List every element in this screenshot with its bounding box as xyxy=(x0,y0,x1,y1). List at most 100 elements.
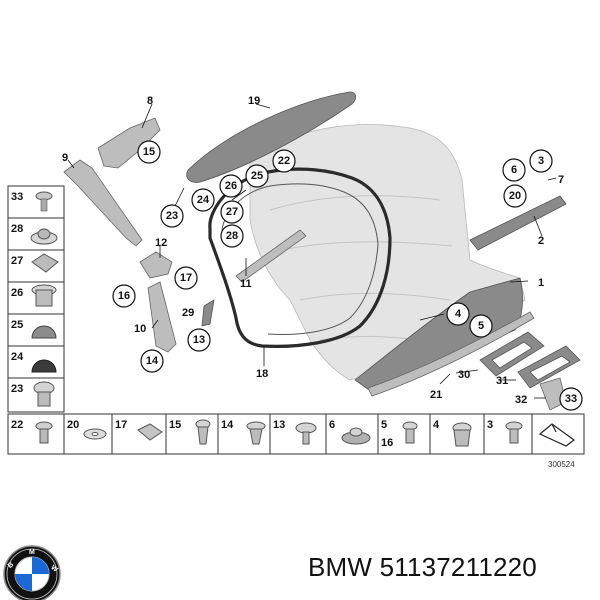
callouts: 15 22 25 26 24 23 27 28 17 16 13 14 6 3 … xyxy=(112,140,583,411)
svg-text:14: 14 xyxy=(146,355,159,367)
callout-17: 17 xyxy=(174,266,198,290)
svg-text:28: 28 xyxy=(226,230,238,242)
clip-13-icon xyxy=(295,422,317,445)
legend-left: 33 28 27 26 25 24 23 xyxy=(7,185,65,413)
callout-22: 22 xyxy=(272,149,296,173)
seal-11-inner xyxy=(221,183,379,335)
svg-text:27: 27 xyxy=(226,206,238,218)
callout-24: 24 xyxy=(191,188,215,212)
legend-5: 5 xyxy=(381,419,387,431)
legend-27: 27 xyxy=(11,255,23,267)
legend-22: 22 xyxy=(11,419,23,431)
svg-text:15: 15 xyxy=(143,146,155,158)
legend-26: 26 xyxy=(11,287,23,299)
callout-16: 16 xyxy=(112,284,136,308)
plain-labels: 19 8 9 12 11 10 29 18 7 2 1 30 31 21 32 xyxy=(62,95,564,406)
label-2: 2 xyxy=(538,235,544,247)
legend-16: 16 xyxy=(381,437,393,449)
label-31: 31 xyxy=(496,375,508,387)
legend-23: 23 xyxy=(11,383,23,395)
clip-23-icon xyxy=(33,381,55,407)
label-29: 29 xyxy=(182,307,194,319)
callout-20: 20 xyxy=(503,184,527,208)
label-32: 32 xyxy=(515,394,527,406)
callout-26: 26 xyxy=(219,174,243,198)
plate-30-hole xyxy=(491,341,533,369)
tailgate-assembly xyxy=(63,91,581,411)
svg-text:26: 26 xyxy=(225,180,237,192)
grommet-26-icon xyxy=(31,284,57,307)
seal-11 xyxy=(208,167,392,348)
svg-text:22: 22 xyxy=(278,155,290,167)
label-18: 18 xyxy=(256,368,268,380)
cap-24-icon xyxy=(31,359,57,373)
screw-33-icon xyxy=(35,191,53,212)
plate-31-hole xyxy=(529,355,571,381)
clip-14-icon xyxy=(246,421,266,445)
screw-3-icon xyxy=(505,421,523,444)
callout-6: 6 xyxy=(502,158,526,182)
trim-8 xyxy=(97,117,161,169)
clip-22-icon xyxy=(35,421,53,444)
callout-5: 5 xyxy=(469,314,493,338)
bracket-12 xyxy=(139,251,173,279)
legend-28: 28 xyxy=(11,223,23,235)
label-9: 9 xyxy=(62,152,68,164)
callout-28: 28 xyxy=(220,224,244,248)
legend-6: 6 xyxy=(329,419,335,431)
drawing-reference: 300524 xyxy=(548,460,575,469)
legend-14: 14 xyxy=(221,419,234,431)
legend-24: 24 xyxy=(11,351,24,363)
tailgate-inner-lines xyxy=(269,195,453,343)
label-1: 1 xyxy=(538,277,544,289)
legend-25: 25 xyxy=(11,319,23,331)
legend-17: 17 xyxy=(115,419,127,431)
legend-bottom: 22 20 17 15 14 13 6 xyxy=(7,413,585,455)
legend-4: 4 xyxy=(433,419,440,431)
callout-3: 3 xyxy=(529,149,553,173)
strip-21 xyxy=(367,311,535,397)
svg-text:23: 23 xyxy=(166,210,178,222)
legend-3: 3 xyxy=(487,419,493,431)
bar-brace xyxy=(235,229,307,283)
callout-25: 25 xyxy=(245,164,269,188)
label-7: 7 xyxy=(558,174,564,186)
svg-text:13: 13 xyxy=(193,334,205,346)
label-12: 12 xyxy=(155,237,167,249)
callout-23: 23 xyxy=(160,204,184,228)
label-30: 30 xyxy=(458,369,470,381)
legend-15: 15 xyxy=(169,419,181,431)
svg-text:6: 6 xyxy=(511,164,517,176)
legend-20: 20 xyxy=(67,419,79,431)
label-8: 8 xyxy=(147,95,153,107)
svg-text:M: M xyxy=(29,549,35,556)
svg-text:33: 33 xyxy=(565,393,577,405)
cap-25-icon xyxy=(31,325,57,339)
label-19: 19 xyxy=(248,95,260,107)
label-11: 11 xyxy=(240,278,252,290)
clip-5-icon xyxy=(402,421,418,444)
washer-20-icon xyxy=(83,428,107,440)
spoiler-19 xyxy=(186,91,356,183)
clip-27-icon xyxy=(31,253,59,273)
svg-text:3: 3 xyxy=(538,155,544,167)
callout-15: 15 xyxy=(137,140,161,164)
bracket-10 xyxy=(147,281,177,353)
callout-33: 33 xyxy=(559,387,583,411)
callout-13: 13 xyxy=(187,328,211,352)
nut-4-icon xyxy=(452,422,472,447)
bmw-logo: B M W xyxy=(3,545,61,600)
bracket-29 xyxy=(201,299,215,327)
legend-33: 33 xyxy=(11,191,23,203)
callout-27: 27 xyxy=(220,200,244,224)
strip-9 xyxy=(63,159,143,247)
bracket-symbol-icon xyxy=(538,423,576,447)
bar-2 xyxy=(469,195,567,251)
callout-4: 4 xyxy=(446,302,470,326)
legend-13: 13 xyxy=(273,419,285,431)
svg-text:20: 20 xyxy=(509,190,521,202)
clip-28-icon xyxy=(30,228,58,245)
part-number-caption: BMW 51137211220 xyxy=(308,552,537,582)
clip-15-icon xyxy=(195,419,211,445)
